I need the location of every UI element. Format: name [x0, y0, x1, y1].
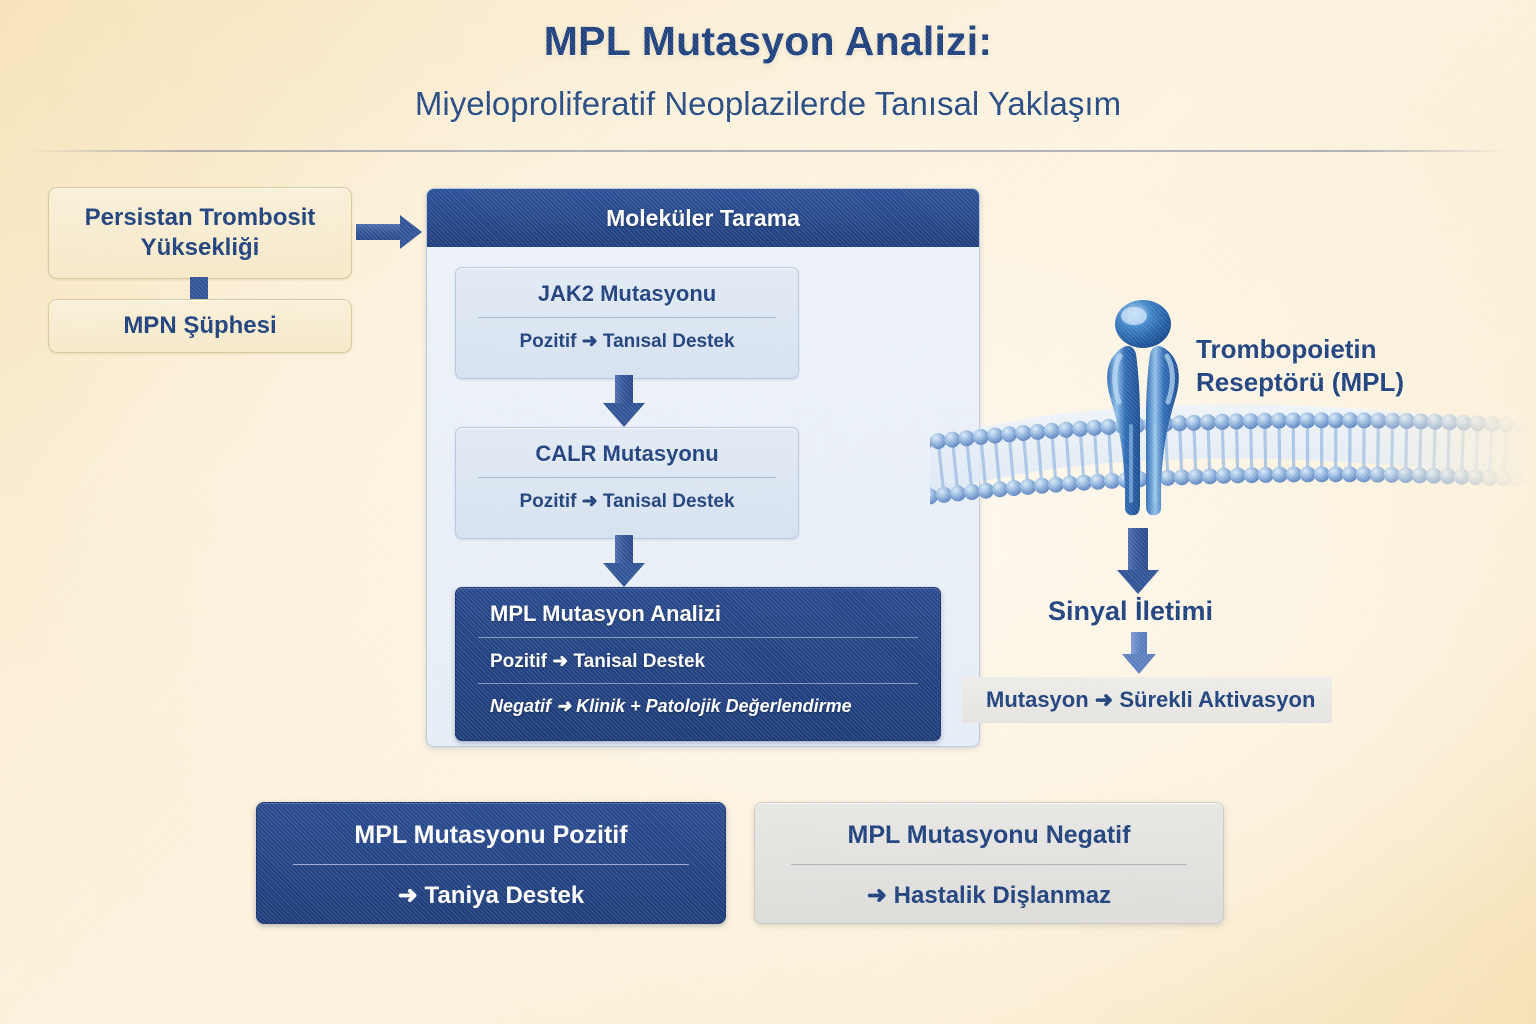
- step-title-jak2: JAK2 Mutasyonu: [537, 281, 717, 306]
- outcome-title-positive: MPL Mutasyonu Pozitif: [354, 821, 628, 849]
- step-line-jak2-positive: Pozitif ➜ Tanısal Destek: [519, 331, 735, 352]
- outcome-box-mpl-positive[interactable]: MPL Mutasyonu Pozitif ➜ Taniya Destek: [256, 802, 726, 924]
- outcome-line-positive: ➜ Taniya Destek: [397, 882, 585, 909]
- intake-box-persistent-thrombocytosis[interactable]: Persistan Trombosit Yüksekliği: [48, 187, 352, 279]
- activation-label: Mutasyon ➜ Sürekli Aktivasyon: [986, 687, 1316, 712]
- step-line-calr-positive: Pozitif ➜ Tanisal Destek: [519, 491, 735, 512]
- step-line-mpl-positive: Pozitif ➜ Tanisal Destek: [490, 651, 706, 672]
- intake-connector: [190, 277, 208, 299]
- step-separator: [478, 477, 776, 478]
- activation-status-band: Mutasyon ➜ Sürekli Aktivasyon: [962, 677, 1332, 723]
- outcome-separator: [293, 864, 689, 865]
- outcome-separator: [791, 864, 1187, 865]
- page-subtitle: Miyeloproliferatif Neoplazilerde Tanısal…: [414, 85, 1122, 122]
- step-separator: [478, 637, 918, 638]
- step-title-mpl: MPL Mutasyon Analizi: [490, 601, 722, 626]
- signal-transduction-label: Sinyal İletimi: [1048, 596, 1214, 626]
- receptor-label-line-2: Reseptörü (MPL): [1196, 366, 1404, 397]
- step-card-mpl[interactable]: MPL Mutasyon Analizi Pozitif ➜ Tanisal D…: [455, 587, 941, 741]
- outcome-line-negative: ➜ Hastalik Dişlanmaz: [866, 882, 1112, 909]
- step-card-calr[interactable]: CALR Mutasyonu Pozitif ➜ Tanisal Destek: [455, 427, 799, 539]
- step-line-mpl-negative: Negatif ➜ Klinik + Patolojik Değerlendir…: [490, 696, 852, 716]
- arrow-calr-to-mpl: [603, 535, 645, 587]
- outcome-box-mpl-negative[interactable]: MPL Mutasyonu Negatif ➜ Hastalik Dişlanm…: [754, 802, 1224, 924]
- step-separator: [478, 317, 776, 318]
- header-divider: [28, 150, 1508, 152]
- step-card-jak2[interactable]: JAK2 Mutasyonu Pozitif ➜ Tanısal Destek: [455, 267, 799, 379]
- arrow-receptor-to-signal: [1117, 528, 1159, 594]
- thrombopoietin-receptor-illustration: [1078, 296, 1208, 526]
- outcome-title-negative: MPL Mutasyonu Negatif: [847, 821, 1131, 849]
- intake-box-label-2: MPN Şüphesi: [123, 312, 277, 339]
- receptor-label-line-1: Trombopoietin: [1196, 334, 1377, 364]
- panel-header-label: Moleküler Tarama: [427, 189, 979, 247]
- molecular-screening-panel: Moleküler Tarama JAK2 Mutasyonu Pozitif …: [426, 188, 980, 747]
- arrow-signal-to-activation: [1122, 632, 1156, 674]
- intake-box-label-1: Persistan Trombosit Yüksekliği: [84, 204, 316, 261]
- intake-box-mpn-suspicion[interactable]: MPN Şüphesi: [48, 299, 352, 353]
- arrow-intake-to-panel: [356, 215, 422, 249]
- step-title-calr: CALR Mutasyonu: [535, 441, 719, 466]
- receptor-label: Trombopoietin Reseptörü (MPL): [1196, 333, 1404, 398]
- page-title: MPL Mutasyon Analizi:: [543, 18, 993, 64]
- step-separator: [478, 683, 918, 684]
- arrow-jak2-to-calr: [603, 375, 645, 427]
